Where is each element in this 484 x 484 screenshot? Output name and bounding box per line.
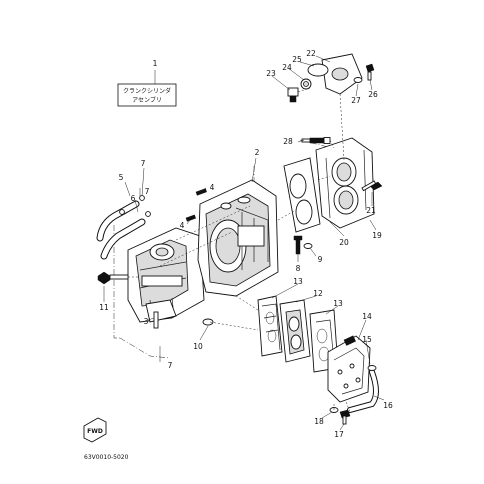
callout-25: 25 <box>292 55 302 64</box>
callout-23: 23 <box>266 69 276 78</box>
thermostat-24 <box>300 78 312 90</box>
bolt-26 <box>365 63 375 81</box>
bolt-8 <box>293 235 303 255</box>
diagram-code: 63V0010-5020 <box>84 454 129 461</box>
callout-4b: 4 <box>180 221 185 230</box>
bolt-21 <box>361 180 383 192</box>
fwd-mark: FWD <box>83 417 107 443</box>
callout-19: 19 <box>372 231 382 240</box>
callout-1: 1 <box>153 59 158 68</box>
callout-14: 14 <box>362 312 372 321</box>
callout-21: 21 <box>366 206 376 215</box>
washer-9 <box>303 243 313 249</box>
leader-lines <box>128 87 351 413</box>
bolt-4b <box>185 214 196 222</box>
bolt-11 <box>97 271 129 285</box>
callout-28: 28 <box>283 137 293 146</box>
sender-23 <box>287 87 299 103</box>
callout-7a: 7 <box>141 159 146 168</box>
washer-27 <box>353 77 363 83</box>
callout-7c: 7 <box>168 361 173 370</box>
stud-3 <box>153 311 159 329</box>
hose-16 <box>347 365 379 413</box>
callout-11: 11 <box>99 303 109 312</box>
exhaust-cover-14 <box>327 335 371 403</box>
callout-18: 18 <box>314 417 324 426</box>
callout-13a: 13 <box>293 277 303 286</box>
assembly-label-line2: アセンブリ <box>132 96 162 104</box>
callout-6: 6 <box>131 194 136 203</box>
cylinder-block <box>197 179 279 297</box>
thermostat-cover-22 <box>321 53 363 95</box>
callout-27: 27 <box>351 96 361 105</box>
callout-leaders <box>103 55 385 431</box>
callout-8: 8 <box>296 264 301 273</box>
hose-6 <box>100 218 146 260</box>
spark-plug-28 <box>301 137 331 144</box>
plate-12 <box>279 299 311 363</box>
callout-3: 3 <box>144 317 149 326</box>
fwd-mark-label: FWD <box>87 428 103 435</box>
callout-20: 20 <box>339 238 349 247</box>
callout-4a: 4 <box>210 183 215 192</box>
callout-16: 16 <box>383 401 393 410</box>
callout-13b: 13 <box>333 299 343 308</box>
crankcase <box>127 227 205 323</box>
hose-5 <box>96 200 140 242</box>
cylinder-head-19 <box>315 137 375 229</box>
gasket-25 <box>307 63 329 77</box>
head-gasket-20 <box>283 157 321 233</box>
washer-10 <box>202 318 214 326</box>
callout-2: 2 <box>255 148 260 157</box>
callout-5: 5 <box>119 173 124 182</box>
assembly-label-box: クランクシリンダ アセンブリ <box>117 83 177 107</box>
callout-numbers: 1 2 3 4 4 5 6 7 7 7 8 9 10 11 12 13 13 1… <box>99 49 393 439</box>
bolt-4a <box>195 188 207 196</box>
callout-22: 22 <box>306 49 316 58</box>
callout-9: 9 <box>318 255 323 264</box>
bolt-17 <box>339 409 351 425</box>
callout-7b: 7 <box>145 187 150 196</box>
gasket-13-left <box>257 295 283 357</box>
callout-15: 15 <box>362 335 372 344</box>
callout-17: 17 <box>334 430 344 439</box>
callout-24: 24 <box>282 63 292 72</box>
callout-10: 10 <box>193 342 203 351</box>
callout-12: 12 <box>313 289 323 298</box>
assembly-label-line1: クランクシリンダ <box>123 87 171 95</box>
callout-26: 26 <box>368 90 378 99</box>
